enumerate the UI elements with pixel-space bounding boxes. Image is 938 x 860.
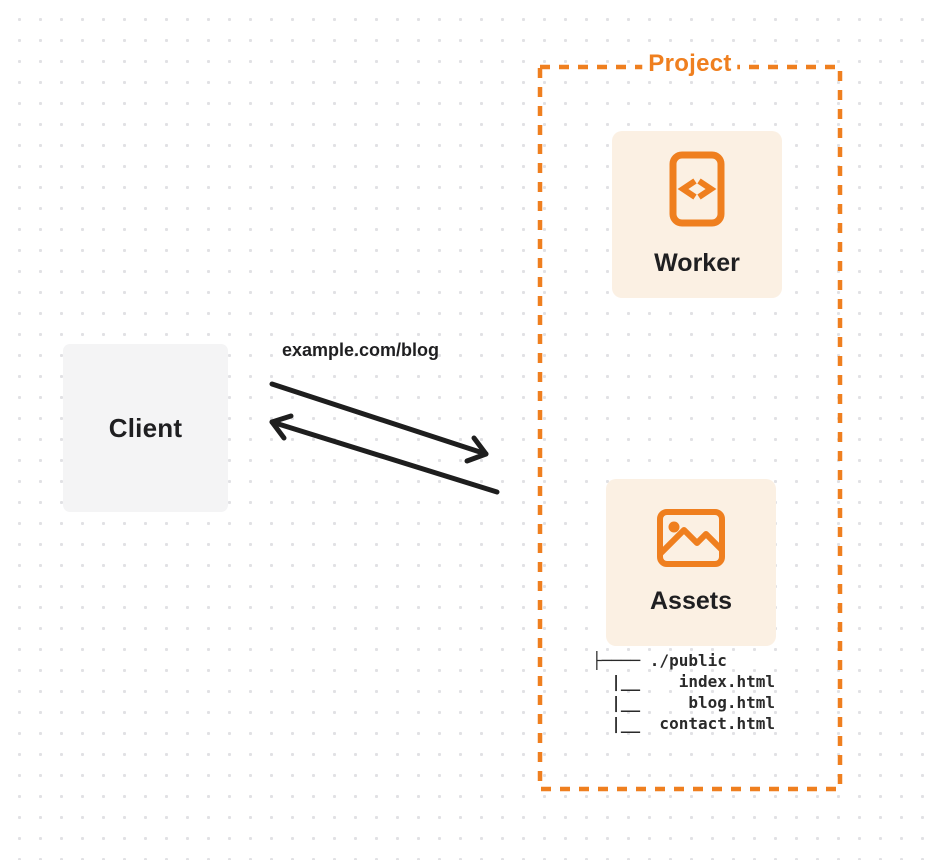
- tree-line-contact: |__ contact.html: [592, 714, 776, 733]
- request-arrow-line: [269, 381, 489, 457]
- code-icon: [669, 151, 725, 227]
- tree-line-blog: |__ blog.html: [592, 693, 776, 712]
- assets-label: Assets: [650, 587, 732, 615]
- request-arrow-head: [464, 435, 489, 464]
- client-node: Client: [63, 344, 228, 512]
- tree-line-index: |__ index.html: [592, 672, 776, 691]
- client-label: Client: [108, 412, 183, 443]
- tree-line-public: ├──── ./public: [592, 651, 727, 670]
- response-arrow-line: [269, 419, 500, 495]
- worker-label: Worker: [654, 249, 740, 277]
- worker-node: Worker: [612, 131, 782, 298]
- assets-node: Assets: [606, 479, 776, 646]
- response-arrow-head: [269, 413, 294, 441]
- request-url-label: example.com/blog: [282, 340, 440, 360]
- request-response-arrows: [269, 381, 500, 495]
- image-icon: [657, 509, 725, 567]
- assets-file-tree: ├──── ./public |__ index.html |__ blog.h…: [592, 650, 775, 734]
- project-label: Project: [642, 50, 738, 78]
